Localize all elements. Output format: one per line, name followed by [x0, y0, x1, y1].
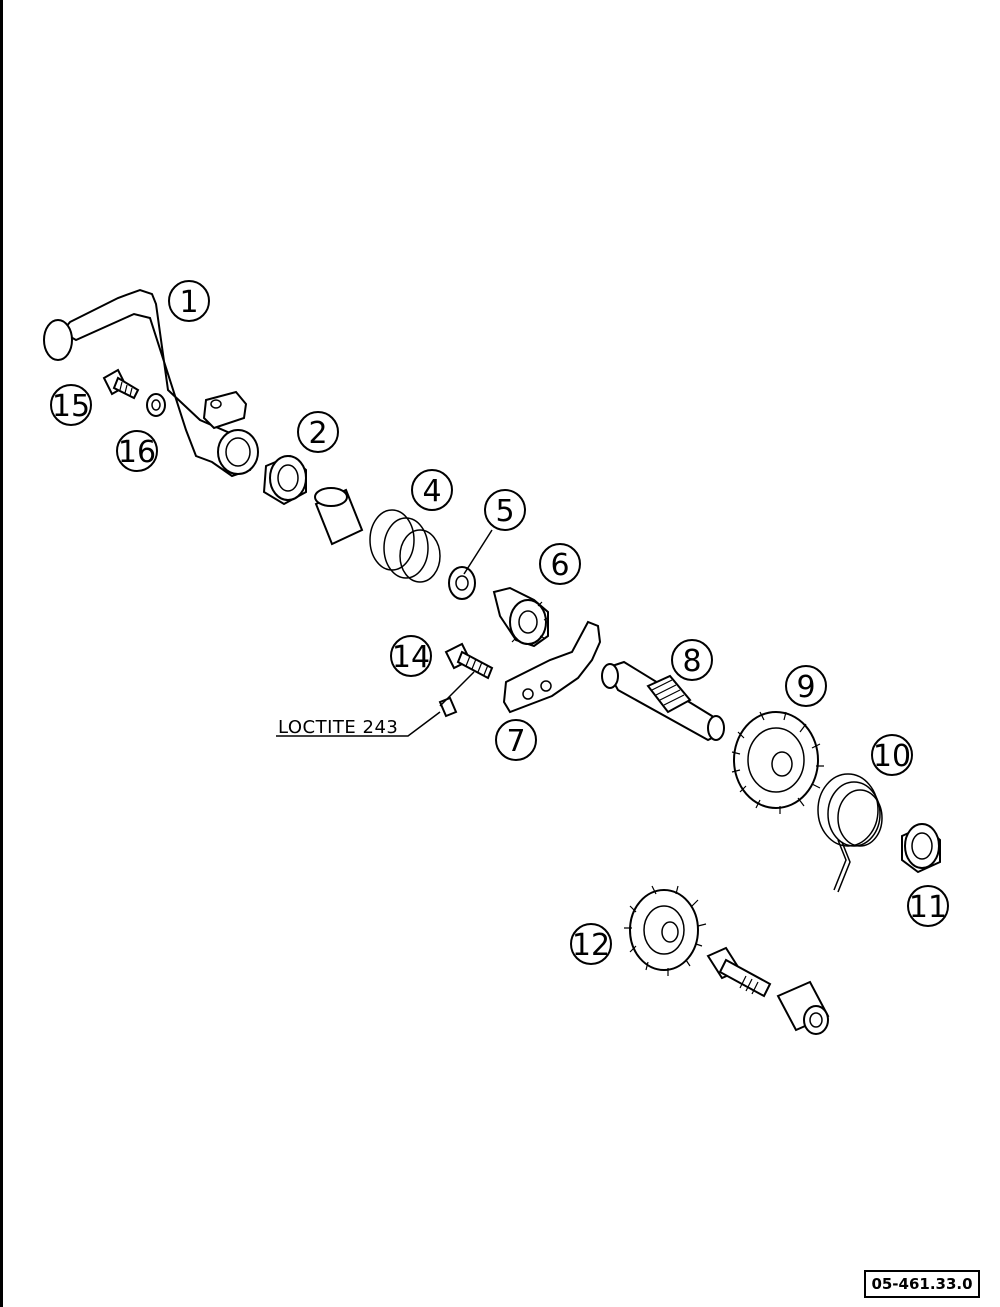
callout-11: 11 — [907, 885, 949, 927]
callout-1: 1 — [168, 280, 210, 322]
intermediate-gear-12 — [624, 885, 707, 976]
washer-16 — [146, 393, 166, 417]
ratchet-6 — [492, 586, 549, 648]
bolt-14 — [444, 642, 494, 680]
callout-15: 15 — [50, 384, 92, 426]
callout-10: 10 — [871, 734, 913, 776]
callout-label: 16 — [118, 435, 156, 470]
callout-label: 6 — [550, 548, 569, 583]
leader-line-5 — [463, 529, 493, 575]
callout-label: 12 — [572, 928, 610, 963]
callout-4: 4 — [411, 469, 453, 511]
callout-label: 8 — [682, 644, 701, 679]
callout-7: 7 — [495, 719, 537, 761]
bolt-15 — [102, 368, 140, 400]
callout-label: 14 — [392, 640, 430, 675]
bushing — [314, 487, 364, 546]
washer-5 — [448, 566, 476, 600]
callout-label: 5 — [495, 494, 514, 529]
loctite-leader-line — [276, 711, 441, 737]
ring-11 — [901, 823, 941, 874]
callout-label: 15 — [52, 389, 90, 424]
seal-ring-2 — [262, 454, 307, 506]
kick-starter-shaft-8 — [601, 660, 725, 742]
callout-5: 5 — [484, 489, 526, 531]
callout-label: 9 — [796, 670, 815, 705]
reference-number: 05-461.33.0 — [864, 1270, 980, 1298]
loctite-note: LOCTITE 243 — [278, 717, 398, 738]
spring-4 — [369, 509, 441, 583]
callout-label: 11 — [909, 890, 947, 925]
callout-14: 14 — [390, 635, 432, 677]
kick-starter-lever — [43, 288, 259, 478]
callout-16: 16 — [116, 430, 158, 472]
shaft-bolt — [706, 946, 772, 998]
callout-label: 7 — [506, 724, 525, 759]
return-spring-10 — [817, 773, 883, 893]
callout-label: 4 — [422, 474, 441, 509]
callout-2: 2 — [297, 411, 339, 453]
left-border-rule — [0, 0, 3, 1307]
callout-label: 10 — [873, 739, 911, 774]
callout-8: 8 — [671, 639, 713, 681]
lock-washer — [438, 696, 458, 718]
kick-starter-gear-9 — [731, 711, 824, 814]
stop-plate-7 — [502, 620, 602, 714]
callout-9: 9 — [785, 665, 827, 707]
callout-6: 6 — [539, 543, 581, 585]
callout-12: 12 — [570, 923, 612, 965]
callout-label: 1 — [179, 285, 198, 320]
bushing-lower — [776, 980, 830, 1035]
loctite-pointer-line — [439, 671, 475, 707]
callout-label: 2 — [308, 416, 327, 451]
